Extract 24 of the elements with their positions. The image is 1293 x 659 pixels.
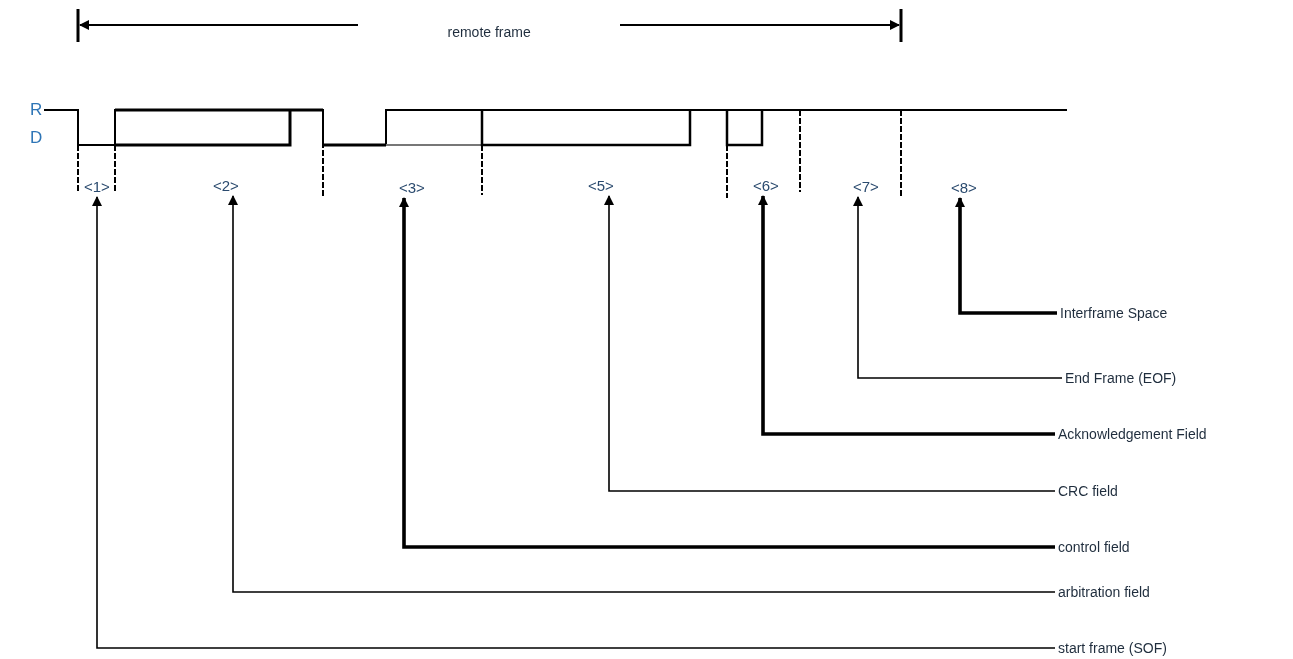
field-name: CRC field (1058, 482, 1118, 500)
field-number: <3> (399, 179, 425, 197)
field-name: start frame (SOF) (1058, 639, 1167, 657)
field-name: arbitration field (1058, 583, 1150, 601)
leader-arrow (955, 197, 1057, 315)
field-number: <1> (84, 178, 110, 196)
field-name: Acknowledgement Field (1058, 425, 1207, 443)
leader-arrow (853, 196, 1063, 379)
signal-level-label: R (30, 100, 43, 120)
field-name: control field (1058, 538, 1130, 556)
leader-arrow (399, 197, 1055, 549)
leader-arrow (604, 195, 1056, 492)
signal-level-label: D (30, 128, 43, 148)
field-number: <5> (588, 177, 614, 195)
field-number: <8> (951, 179, 977, 197)
leader-arrow (758, 195, 1055, 436)
field-number: <6> (753, 177, 779, 195)
field-number: <2> (213, 177, 239, 195)
remote-frame-label: remote frame (447, 23, 531, 41)
field-number: <7> (853, 178, 879, 196)
leader-arrow (228, 195, 1056, 593)
field-name: End Frame (EOF) (1065, 369, 1177, 387)
field-name: Interframe Space (1060, 304, 1168, 322)
leader-arrow (92, 196, 1056, 649)
